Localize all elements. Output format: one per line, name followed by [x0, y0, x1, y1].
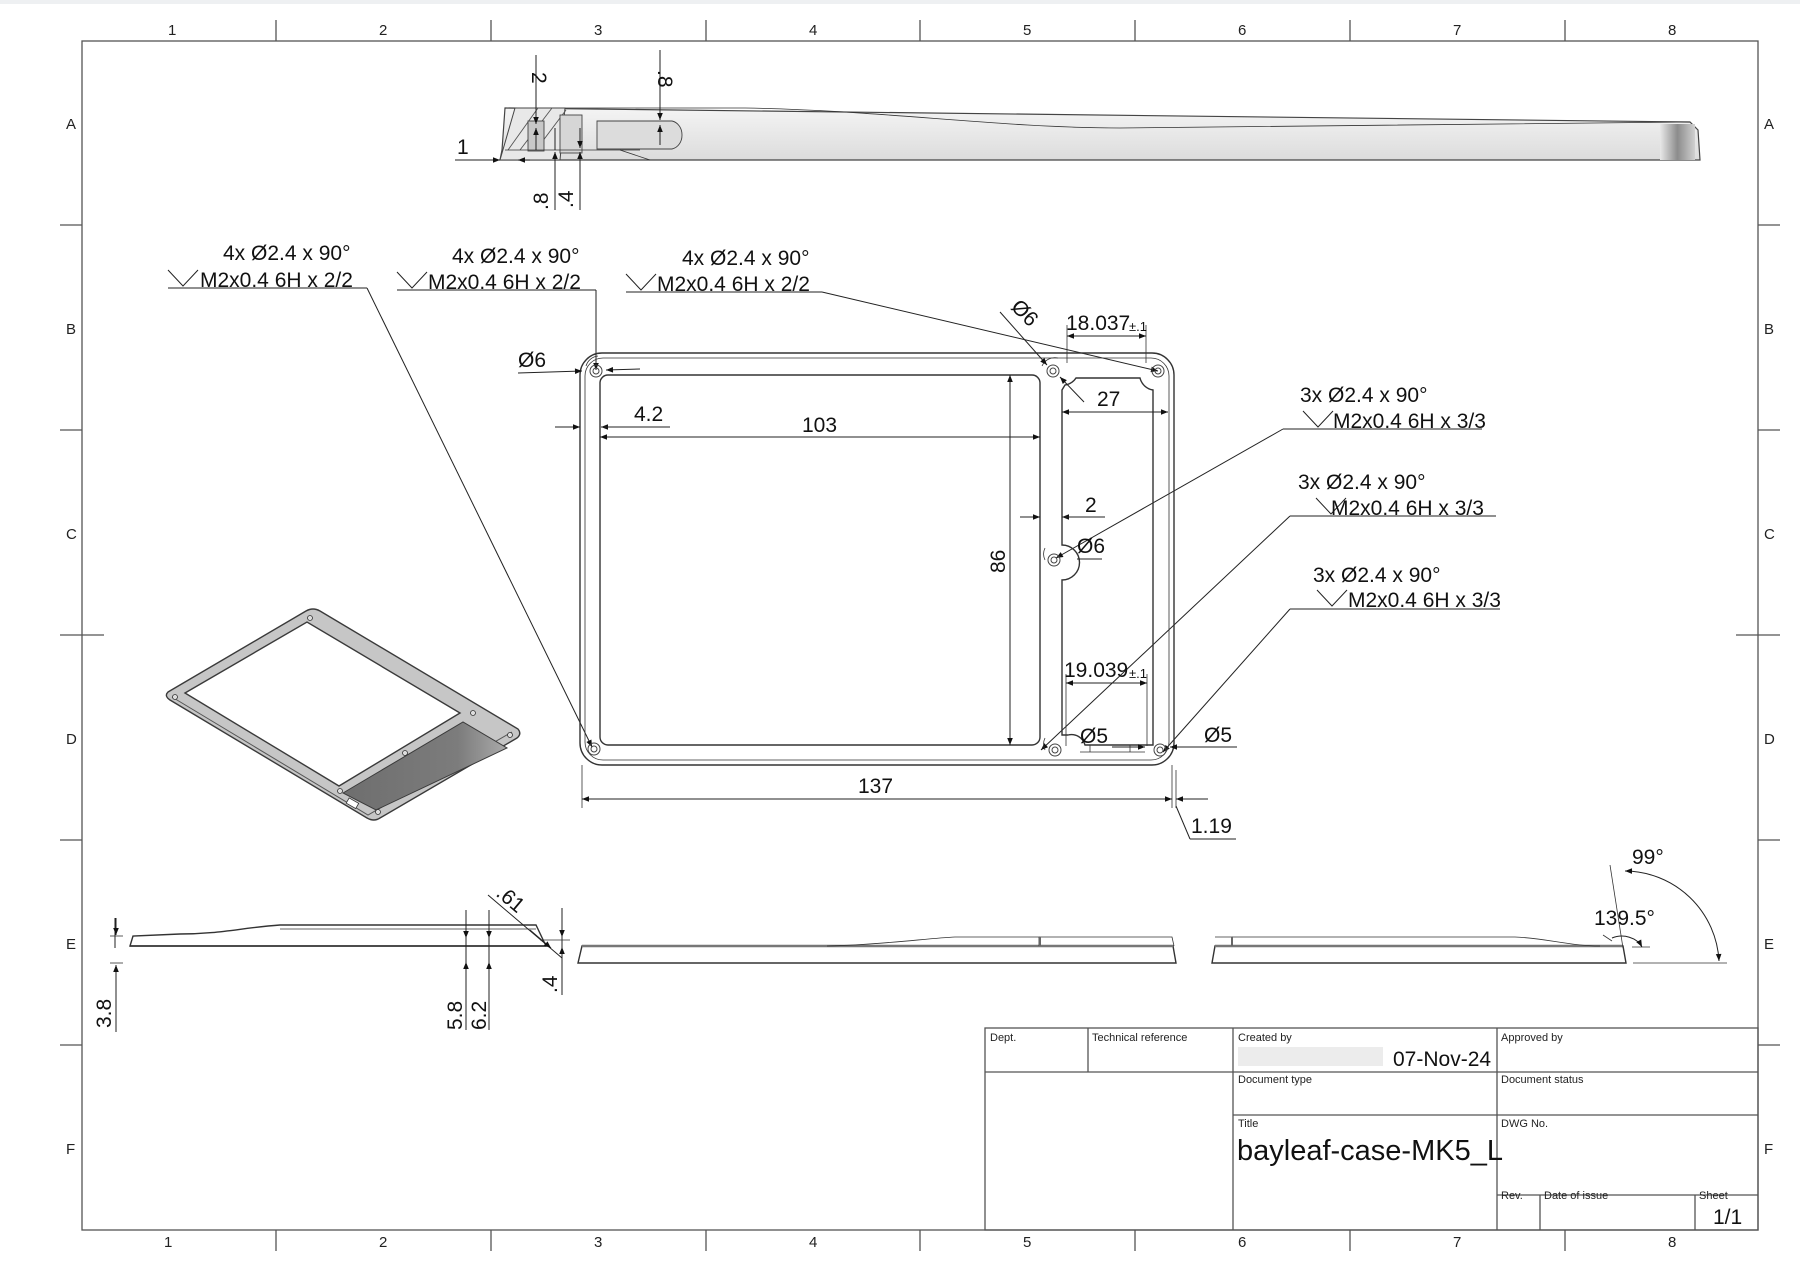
callout-r1-line2: M2x0.4 6H x 3/3 [1333, 410, 1486, 433]
top-view: Ø6 4.2 103 86 2 Ø6 Ø6 18.037 ±.1 27 [517, 295, 1237, 840]
dim-h-6-2: 6.2 [468, 1001, 491, 1030]
col-label-top: 1 [168, 22, 176, 39]
redacted-author [1238, 1047, 1383, 1066]
col-label-top: 8 [1668, 22, 1676, 39]
dim-h-3-8: 3.8 [93, 999, 116, 1028]
tb-dwg-no-label: DWG No. [1501, 1118, 1548, 1130]
callout-right-line1: 4x Ø2.4 x 90° [682, 247, 809, 270]
dim-hole-spacing-top: 18.037 [1066, 312, 1130, 335]
callout-middle-line2: M2x0.4 6H x 2/2 [428, 271, 581, 294]
side-view-left: 3.8 5.8 6.2 .61 .4 [93, 881, 570, 1032]
dim-section-2: 2 [527, 72, 550, 84]
isometric-view [165, 608, 521, 821]
row-label-left: B [66, 321, 76, 338]
row-label-right: B [1764, 321, 1774, 338]
dim-hole-spacing-bottom: 19.039 [1064, 659, 1128, 682]
row-label-right: D [1764, 731, 1775, 748]
dim-hole-spacing-top-tol: ±.1 [1129, 319, 1147, 334]
callout-r1-line1: 3x Ø2.4 x 90° [1300, 384, 1427, 407]
col-label-top: 2 [379, 22, 387, 39]
col-label-bottom: 6 [1238, 1234, 1246, 1251]
callout-r2-line2: M2x0.4 6H x 3/3 [1331, 497, 1484, 520]
dim-wall: 4.2 [634, 403, 663, 426]
callout-left-line1: 4x Ø2.4 x 90° [223, 242, 350, 265]
col-label-bottom: 7 [1453, 1234, 1461, 1251]
tb-rev-label: Rev. [1501, 1190, 1523, 1202]
col-label-top: 4 [809, 22, 817, 39]
hole-callouts: 4x Ø2.4 x 90° M2x0.4 6H x 2/2 4x Ø2.4 x … [167, 242, 1501, 753]
dim-chamfer: .61 [492, 881, 529, 917]
tb-title: bayleaf-case-MK5_L [1237, 1135, 1503, 1167]
dim-dia6-mid: Ø6 [1077, 535, 1105, 558]
dim-section-1: 1 [457, 136, 469, 159]
col-label-top: 3 [594, 22, 602, 39]
row-label-left: F [66, 1141, 75, 1158]
tb-tech-ref-label: Technical reference [1092, 1032, 1187, 1044]
callout-r3-line2: M2x0.4 6H x 3/3 [1348, 589, 1501, 612]
col-label-top: 7 [1453, 22, 1461, 39]
col-label-bottom: 2 [379, 1234, 387, 1251]
callout-left-line2: M2x0.4 6H x 2/2 [200, 269, 353, 292]
tb-doc-status-label: Document status [1501, 1074, 1584, 1086]
tb-created-date: 07-Nov-24 [1393, 1048, 1491, 1071]
tb-created-by-label: Created by [1238, 1032, 1292, 1044]
tb-date-issue-label: Date of issue [1544, 1190, 1608, 1202]
side-view-middle [577, 936, 1177, 964]
dim-offset: 1.19 [1191, 815, 1232, 838]
callout-right-line2: M2x0.4 6H x 2/2 [657, 273, 810, 296]
row-label-left: E [66, 936, 76, 953]
tb-doc-type-label: Document type [1238, 1074, 1312, 1086]
title-block: Dept. Technical reference Created by 07-… [984, 1027, 1759, 1231]
dim-section-5: .4 [555, 190, 578, 208]
dim-hole-spacing-bottom-tol: ±.1 [1129, 666, 1147, 681]
side-view-right: 99° 139.5° [1211, 846, 1727, 964]
tb-sheet-value: 1/1 [1713, 1206, 1742, 1229]
col-label-bottom: 3 [594, 1234, 602, 1251]
dim-h-5-8: 5.8 [444, 1001, 467, 1030]
col-label-bottom: 5 [1023, 1234, 1031, 1251]
callout-r2-line1: 3x Ø2.4 x 90° [1298, 471, 1425, 494]
dim-dia6-top-left: Ø6 [518, 349, 546, 372]
dim-overall-width: 137 [858, 775, 893, 798]
row-label-right: C [1764, 526, 1775, 543]
tb-approved-by-label: Approved by [1501, 1032, 1563, 1044]
tb-title-label: Title [1238, 1118, 1258, 1130]
dim-section-3: .8 [653, 70, 676, 88]
dim-inner-width: 103 [802, 414, 837, 437]
section-view: 1 2 .8 .8 .4 [455, 50, 1701, 210]
dim-dia5-left: Ø5 [1080, 725, 1108, 748]
sheet-frame: 1 2 3 4 5 6 7 8 1 2 3 4 5 6 7 8 A B C D … [60, 20, 1780, 1251]
row-label-left: D [66, 731, 77, 748]
tb-sheet-label: Sheet [1699, 1190, 1728, 1202]
row-label-right: A [1764, 116, 1774, 133]
dim-dia5-right: Ø5 [1204, 724, 1232, 747]
col-label-bottom: 1 [164, 1234, 172, 1251]
col-label-bottom: 4 [809, 1234, 817, 1251]
dim-angle-99: 99° [1632, 846, 1664, 869]
dim-inner-height: 86 [987, 550, 1010, 573]
dim-lip: .4 [539, 975, 562, 993]
col-label-bottom: 8 [1668, 1234, 1676, 1251]
callout-r3-line1: 3x Ø2.4 x 90° [1313, 564, 1440, 587]
col-label-top: 6 [1238, 22, 1246, 39]
top-edge [0, 0, 1800, 4]
dim-divider: 2 [1085, 494, 1097, 517]
tb-dept-label: Dept. [990, 1032, 1016, 1044]
row-label-left: A [66, 116, 76, 133]
row-label-left: C [66, 526, 77, 543]
row-label-right: E [1764, 936, 1774, 953]
dim-angle-139-5: 139.5° [1594, 907, 1655, 930]
dim-section-4: .8 [530, 192, 553, 210]
dim-pocket-width: 27 [1097, 388, 1120, 411]
row-label-right: F [1764, 1141, 1773, 1158]
col-label-top: 5 [1023, 22, 1031, 39]
callout-middle-line1: 4x Ø2.4 x 90° [452, 245, 579, 268]
